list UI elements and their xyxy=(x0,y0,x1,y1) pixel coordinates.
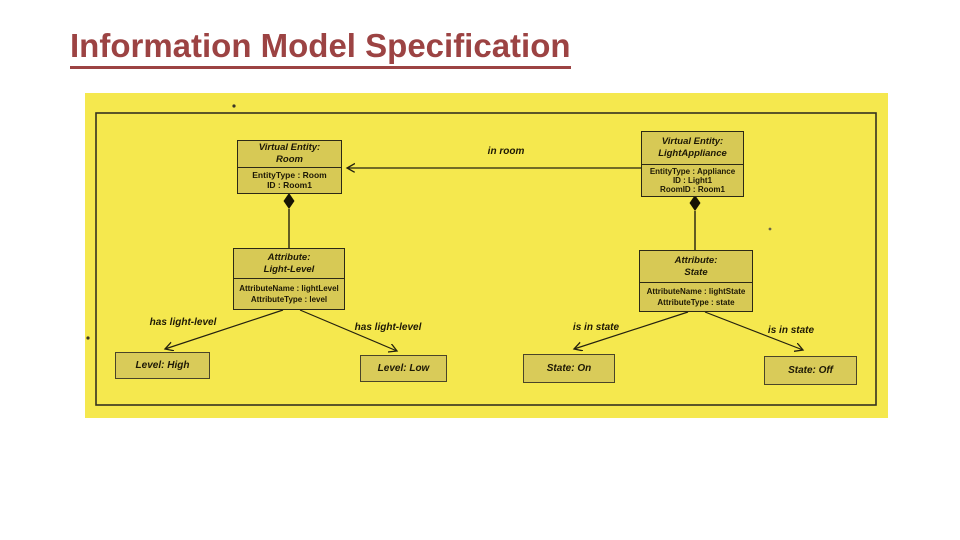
attribute-lightlevel-header: Attribute: Light-Level xyxy=(234,249,344,279)
value-box-level-high: Level: High xyxy=(115,352,210,379)
entity-lightappliance-header-line2: LightAppliance xyxy=(658,148,727,159)
attribute-state-header-line1: Attribute: xyxy=(674,254,718,266)
entity-room-attr-id: ID : Room1 xyxy=(267,180,312,190)
attribute-state-header-line2: State xyxy=(684,266,708,278)
scan-speck xyxy=(232,104,236,108)
edge-label-is-in-state-right: is in state xyxy=(767,325,815,336)
edge-label-in-room: in room xyxy=(487,146,525,157)
value-box-state-on: State: On xyxy=(523,354,615,383)
attribute-state-name: AttributeName : lightState xyxy=(646,287,746,296)
attribute-lightlevel-header-line2: Light-Level xyxy=(263,263,315,275)
diagram-connector-layer xyxy=(86,104,877,406)
entity-box-light-appliance: Virtual Entity: LightAppliance EntityTyp… xyxy=(641,131,744,197)
composition-diamond-lightappliance xyxy=(689,195,701,211)
page-title: Information Model Specification xyxy=(70,27,571,70)
arrow-is-in-state-on xyxy=(574,311,689,349)
edge-label-has-light-level-right: has light-level xyxy=(354,322,422,333)
entity-lightappliance-attr-roomid: RoomID : Room1 xyxy=(660,185,725,194)
attribute-lightlevel-type: AttributeType : level xyxy=(250,295,328,305)
attribute-state-body: AttributeName : lightState AttributeType… xyxy=(640,283,752,311)
attribute-box-state: Attribute: State AttributeName : lightSt… xyxy=(639,250,753,312)
entity-room-header: Virtual Entity: Room xyxy=(238,141,341,168)
entity-box-room: Virtual Entity: Room EntityType : Room I… xyxy=(237,140,342,194)
arrow-has-light-level-high xyxy=(165,309,284,349)
attribute-state-type: AttributeType : state xyxy=(657,298,735,307)
entity-room-body: EntityType : Room ID : Room1 xyxy=(238,168,341,193)
attribute-lightlevel-name: AttributeName : lightLevel xyxy=(239,283,339,293)
composition-diamond-room xyxy=(283,193,295,209)
entity-lightappliance-attr-type: EntityType : Appliance xyxy=(649,167,736,176)
arrow-has-light-level-low xyxy=(299,309,397,351)
diagram-border xyxy=(95,112,877,406)
scan-speck xyxy=(86,336,90,340)
attribute-state-header: Attribute: State xyxy=(640,251,752,283)
scan-speck xyxy=(768,227,772,231)
edge-label-is-in-state-left: is in state xyxy=(572,322,620,333)
entity-room-header-line1: Virtual Entity: xyxy=(258,142,321,153)
entity-room-header-line2: Room xyxy=(276,154,303,165)
arrow-is-in-state-off xyxy=(704,311,803,350)
attribute-lightlevel-body: AttributeName : lightLevel AttributeType… xyxy=(234,279,344,309)
entity-room-attr-type: EntityType : Room xyxy=(252,170,327,180)
diagram-panel: Virtual Entity: Room EntityType : Room I… xyxy=(85,93,888,418)
attribute-box-light-level: Attribute: Light-Level AttributeName : l… xyxy=(233,248,345,310)
value-box-state-off: State: Off xyxy=(764,356,857,385)
entity-lightappliance-header: Virtual Entity: LightAppliance xyxy=(642,132,743,165)
edge-label-has-light-level-left: has light-level xyxy=(149,317,217,328)
value-box-level-low: Level: Low xyxy=(360,355,447,382)
entity-lightappliance-header-line1: Virtual Entity: xyxy=(661,136,724,147)
entity-lightappliance-body: EntityType : Appliance ID : Light1 RoomI… xyxy=(642,165,743,196)
entity-lightappliance-attr-id: ID : Light1 xyxy=(672,176,713,185)
attribute-lightlevel-header-line1: Attribute: xyxy=(267,251,311,263)
